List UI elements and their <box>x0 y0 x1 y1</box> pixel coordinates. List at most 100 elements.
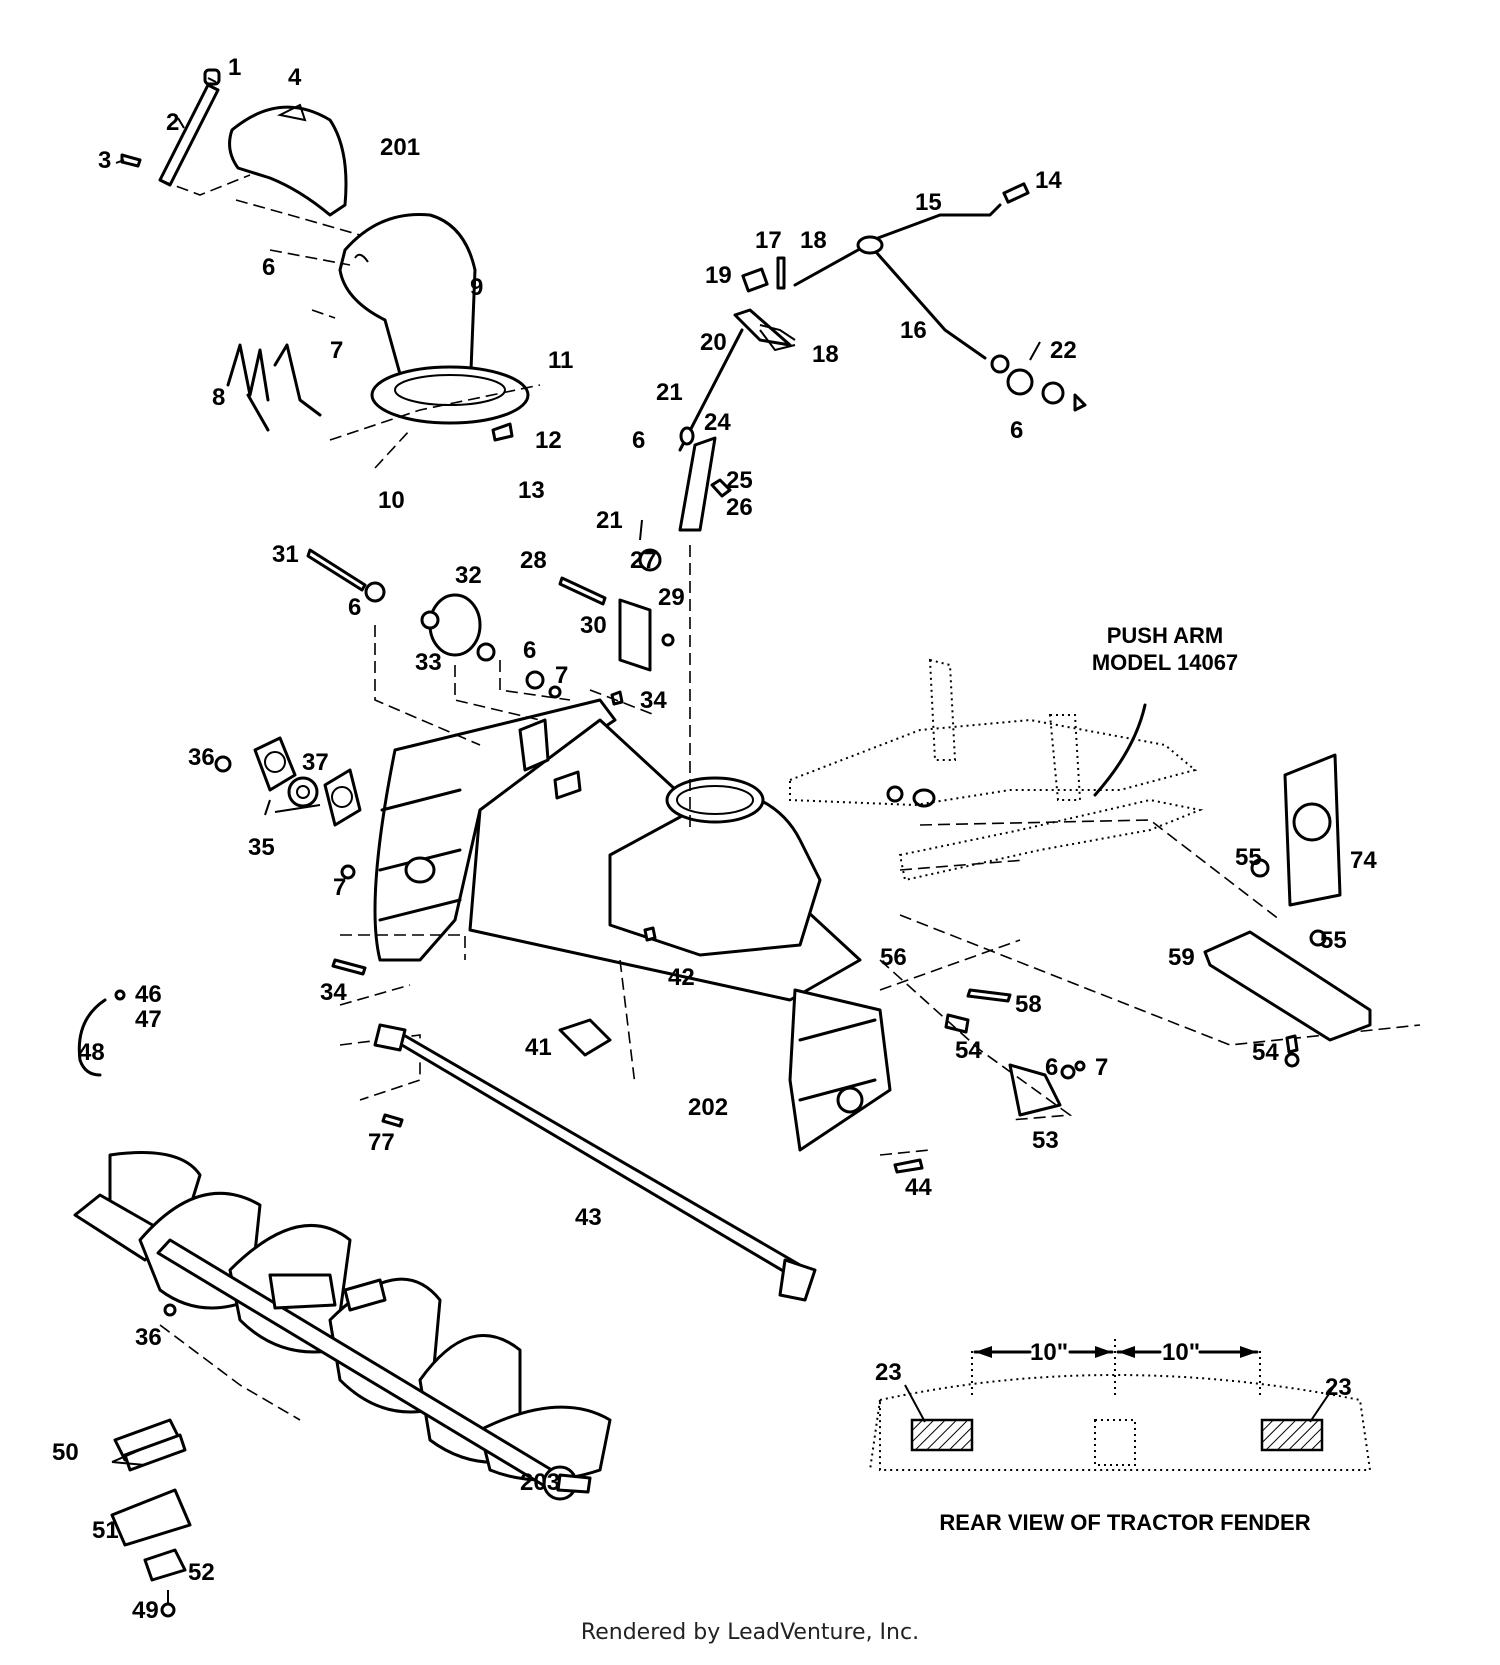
fender-inset: 10" 10" REAR VIEW OF TRACTOR FENDER <box>869 1335 1372 1535</box>
part-label: 17 <box>755 227 782 254</box>
part-label: 33 <box>415 649 442 676</box>
part-label: 6 <box>632 427 645 454</box>
part-label: 26 <box>726 494 753 521</box>
part-label: 21 <box>596 507 623 534</box>
part-label: 31 <box>272 541 299 568</box>
part-label: 59 <box>1168 944 1195 971</box>
part-label: 32 <box>455 562 482 589</box>
part-label: 56 <box>880 944 907 971</box>
part-label: 30 <box>580 612 607 639</box>
part-label: 6 <box>1045 1054 1058 1081</box>
part-label: 1 <box>228 54 241 81</box>
part-label: 49 <box>132 1597 159 1624</box>
part-label: 19 <box>705 262 732 289</box>
part-label: 18 <box>800 227 827 254</box>
dimension-right: 10" <box>1162 1339 1200 1366</box>
spring-clip <box>77 989 126 1077</box>
label-leaders <box>111 77 1041 1466</box>
housing-hardware <box>331 785 1086 1174</box>
control-linkage <box>638 182 1087 572</box>
part-label: 7 <box>330 337 343 364</box>
part-label: 21 <box>656 379 683 406</box>
assembly-lines-chute <box>159 174 541 469</box>
part-label: 52 <box>188 1559 215 1586</box>
part-label: 24 <box>704 409 731 436</box>
part-label: 7 <box>555 662 568 689</box>
part-label: 55 <box>1235 844 1262 871</box>
part-label: 12 <box>535 427 562 454</box>
discharge-chute <box>338 212 530 425</box>
part-number-labels: 1 2 3 4 201 6 9 7 8 11 12 10 13 14 15 17… <box>52 54 1377 1624</box>
part-label: 203 <box>520 1469 560 1496</box>
part-label: 18 <box>812 341 839 368</box>
part-label: 41 <box>525 1034 552 1061</box>
inset-title: REAR VIEW OF TRACTOR FENDER <box>939 1510 1310 1535</box>
part-label: 44 <box>905 1174 932 1201</box>
part-label: 35 <box>248 834 275 861</box>
part-label: 201 <box>380 134 420 161</box>
part-label: 22 <box>1050 337 1077 364</box>
fender-pad-right <box>1260 1418 1324 1452</box>
dimension-left: 10" <box>1030 1339 1068 1366</box>
part-label: 202 <box>688 1094 728 1121</box>
mount-brackets <box>1203 753 1372 1068</box>
part-label: 16 <box>900 317 927 344</box>
part-label: 14 <box>1035 167 1062 194</box>
chute-crank-rod <box>120 68 221 187</box>
part-label: 3 <box>98 147 111 174</box>
part-label: 36 <box>135 1324 162 1351</box>
render-credit: Rendered by LeadVenture, Inc. <box>580 1620 920 1645</box>
part-label: 28 <box>520 547 547 574</box>
part-label: 6 <box>1010 417 1023 444</box>
part-label: 6 <box>523 637 536 664</box>
part-label: 23 <box>1325 1374 1352 1401</box>
part-label: 77 <box>368 1129 395 1156</box>
part-label: 11 <box>548 347 573 374</box>
part-label: 25 <box>726 467 753 494</box>
assembly-lines-auger <box>159 1324 301 1421</box>
chute-deflector <box>228 103 348 217</box>
auger-assembly <box>73 1151 612 1501</box>
part-label: 15 <box>915 189 942 216</box>
part-label: 50 <box>52 1439 79 1466</box>
part-label: 46 <box>135 981 162 1008</box>
part-label: 29 <box>658 584 685 611</box>
scraper-bar <box>373 1023 817 1302</box>
part-label: 8 <box>212 384 225 411</box>
push-arm-callout-line2: MODEL 14067 <box>1092 650 1238 675</box>
part-label: 6 <box>348 594 361 621</box>
part-label: 10 <box>378 487 405 514</box>
part-label: 7 <box>333 874 346 901</box>
part-label: 6 <box>262 254 275 281</box>
part-label: 42 <box>668 964 695 991</box>
chute-bracket <box>491 422 514 442</box>
bearing-flanges <box>214 736 362 880</box>
part-label: 55 <box>1320 927 1347 954</box>
fender-pad-left <box>910 1418 974 1452</box>
part-label: 34 <box>640 687 667 714</box>
chute-cable <box>226 343 322 432</box>
pulley-hardware <box>306 548 675 706</box>
part-label: 54 <box>1252 1039 1279 1066</box>
part-label: 74 <box>1350 847 1377 874</box>
auger-housing <box>373 698 892 1152</box>
part-label: 7 <box>1095 1054 1108 1081</box>
part-label: 48 <box>78 1039 105 1066</box>
part-label: 51 <box>92 1517 119 1544</box>
part-label: 36 <box>188 744 215 771</box>
part-label: 9 <box>470 274 483 301</box>
part-label: 58 <box>1015 991 1042 1018</box>
part-label: 20 <box>700 329 727 356</box>
part-label: 23 <box>875 1359 902 1386</box>
part-label: 43 <box>575 1204 602 1231</box>
part-label: 4 <box>288 64 302 91</box>
push-arm-callout-line1: PUSH ARM <box>1107 623 1224 648</box>
part-label: 37 <box>302 749 329 776</box>
part-label: 53 <box>1032 1127 1059 1154</box>
part-label: 13 <box>518 477 545 504</box>
part-label: 54 <box>955 1037 982 1064</box>
part-label: 27 <box>630 547 657 574</box>
shave-plates <box>110 1418 192 1618</box>
part-label: 34 <box>320 979 347 1006</box>
